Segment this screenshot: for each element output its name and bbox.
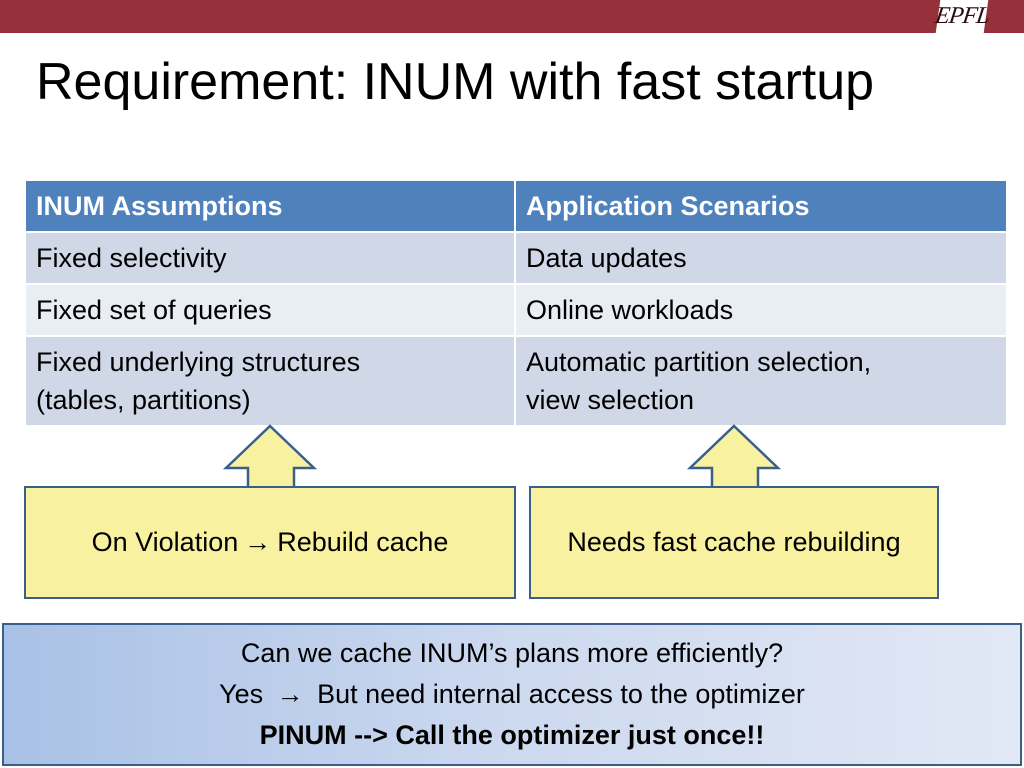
up-arrow-left <box>222 424 318 490</box>
table-cell: Fixed set of queries <box>24 283 516 337</box>
callout-fast-rebuild: Needs fast cache rebuilding <box>529 486 939 599</box>
summary-box: Can we cache INUM’s plans more efficient… <box>2 623 1022 766</box>
table-cell: Fixed underlying structures (tables, par… <box>24 335 516 427</box>
summary-text: But need internal access to the optimize… <box>309 679 805 709</box>
assumptions-table: INUM Assumptions Application Scenarios F… <box>24 179 1008 427</box>
table-row: Fixed underlying structures (tables, par… <box>24 335 1008 427</box>
table-cell: Fixed selectivity <box>24 231 516 285</box>
top-bar: EPFL <box>0 0 1024 33</box>
table-cell: Automatic partition selection, view sele… <box>514 335 1008 427</box>
right-arrow-icon: → <box>244 527 272 557</box>
table-row: Fixed selectivity Data updates <box>24 231 1008 285</box>
summary-line-3: PINUM --> Call the optimizer just once!! <box>259 720 765 750</box>
summary-text: Yes <box>219 679 271 709</box>
table-row: Fixed set of queries Online workloads <box>24 283 1008 337</box>
callout-text: On Violation <box>91 527 239 557</box>
up-arrow-right <box>686 424 782 490</box>
table-header-cell: INUM Assumptions <box>24 179 516 233</box>
right-arrow-icon: → <box>276 679 304 709</box>
table-cell-line: Fixed underlying structures <box>36 347 361 377</box>
slide-title: Requirement: INUM with fast startup <box>36 53 875 111</box>
table-cell: Online workloads <box>514 283 1008 337</box>
table-cell-line: view selection <box>526 385 695 415</box>
table-cell-line: Automatic partition selection, <box>526 347 872 377</box>
table-cell-line: (tables, partitions) <box>36 385 251 415</box>
callout-text: Rebuild cache <box>277 527 449 557</box>
callout-text: Needs fast cache rebuilding <box>567 527 901 557</box>
callout-rebuild-cache: On Violation → Rebuild cache <box>24 486 516 599</box>
summary-line-1: Can we cache INUM’s plans more efficient… <box>240 638 784 668</box>
table-header-row: INUM Assumptions Application Scenarios <box>24 179 1008 233</box>
epfl-logo: EPFL <box>934 0 991 33</box>
table-cell: Data updates <box>514 231 1008 285</box>
table-header-cell: Application Scenarios <box>514 179 1008 233</box>
summary-line-2: Yes → But need internal access to the op… <box>219 674 805 715</box>
